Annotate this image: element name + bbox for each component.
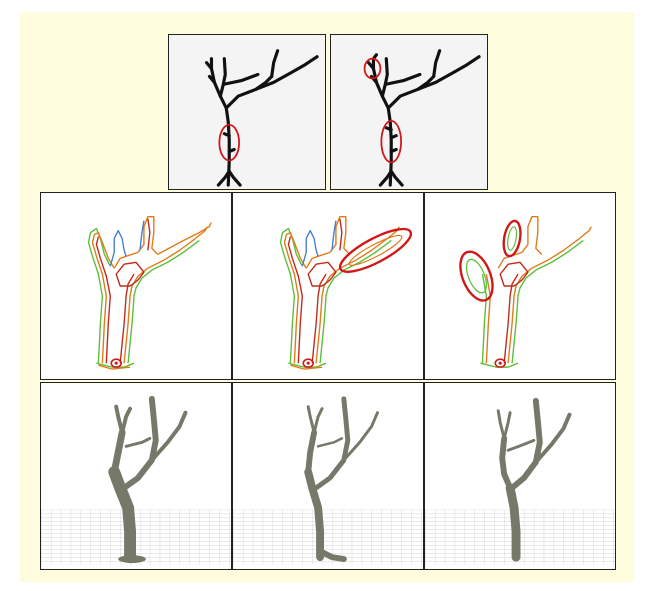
sketch-panel-1: [168, 34, 326, 190]
tree-3d-1: [41, 383, 231, 569]
contour-tree-3: [425, 193, 615, 379]
contour-panel-3: [424, 192, 616, 380]
highlight-ellipse: [501, 220, 523, 258]
contour-tree-2: [233, 193, 423, 379]
model-panel-3: [424, 382, 616, 570]
sketch-tree-1: [169, 35, 325, 189]
model-panel-1: [40, 382, 232, 570]
contour-panel-2: [232, 192, 424, 380]
highlight-ellipse: [335, 221, 416, 279]
contour-tree-1: [41, 193, 231, 379]
highlight-ellipse: [454, 247, 499, 305]
sketch-tree-2: [331, 35, 487, 189]
tree-3d-3: [425, 383, 615, 569]
sketch-panel-2: [330, 34, 488, 190]
model-panel-2: [232, 382, 424, 570]
figure-canvas: [20, 12, 634, 582]
tree-3d-2: [233, 383, 423, 569]
contour-panel-1: [40, 192, 232, 380]
